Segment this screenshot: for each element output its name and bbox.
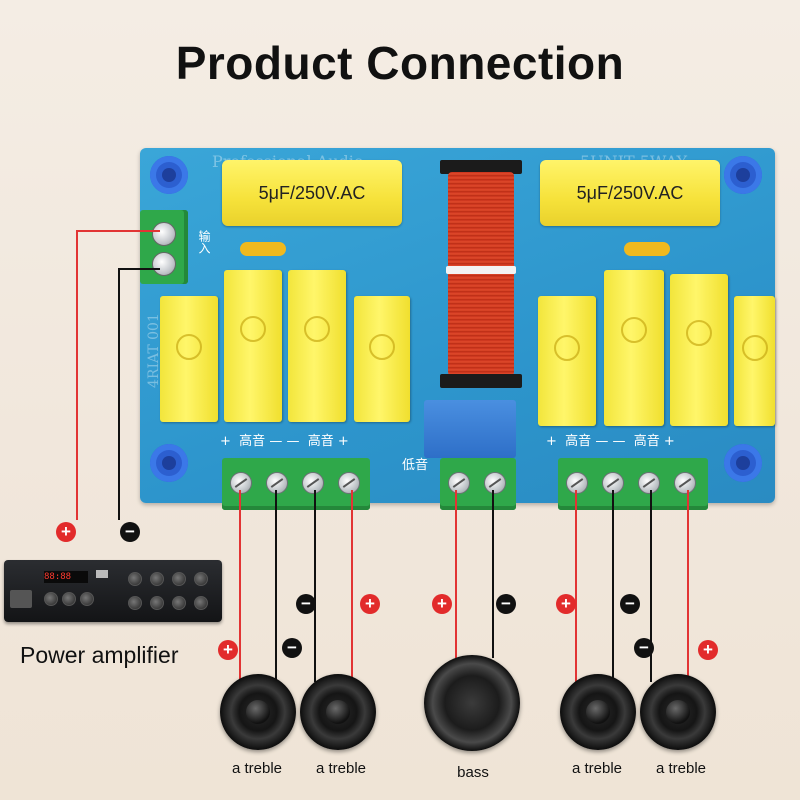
knob-icon bbox=[128, 596, 142, 610]
mounting-hole bbox=[724, 156, 762, 194]
capacitor bbox=[288, 270, 346, 422]
usb-port-icon bbox=[96, 570, 108, 578]
small-capacitor bbox=[240, 242, 286, 256]
mic-jack-icon bbox=[44, 592, 58, 606]
terminal-screw[interactable] bbox=[666, 458, 702, 510]
capacitor bbox=[224, 270, 282, 422]
minus-icon: − bbox=[634, 638, 654, 658]
terminal-screw[interactable] bbox=[294, 458, 330, 510]
input-terminal[interactable] bbox=[140, 210, 188, 284]
speaker-negative-wire bbox=[650, 490, 652, 682]
plus-icon: + bbox=[218, 640, 238, 660]
mounting-hole bbox=[724, 444, 762, 482]
minus-icon: − bbox=[620, 594, 640, 614]
power-amplifier: 88:88 bbox=[4, 560, 222, 622]
amp-display: 88:88 bbox=[44, 571, 88, 583]
blue-capacitor bbox=[424, 400, 516, 458]
capacitor bbox=[670, 274, 728, 426]
speaker-negative-wire bbox=[492, 490, 494, 658]
minus-icon: − bbox=[282, 638, 302, 658]
capacitor bbox=[538, 296, 596, 426]
terminal-screw[interactable] bbox=[630, 458, 666, 510]
terminal-screw[interactable] bbox=[558, 458, 594, 510]
right-polarity-labels: + 高音 — — 高音 + bbox=[546, 434, 675, 449]
plus-icon: + bbox=[56, 522, 76, 542]
bass-speaker-icon bbox=[424, 655, 520, 751]
speaker-positive-wire bbox=[351, 490, 353, 682]
knob-icon bbox=[150, 596, 164, 610]
amp-positive-wire bbox=[76, 230, 160, 232]
speaker-label: bass bbox=[457, 764, 489, 781]
capacitor-right-label: 5μF/250V.AC bbox=[576, 182, 684, 203]
capacitor-left: 5μF/250V.AC bbox=[222, 160, 402, 226]
output-terminal-right[interactable] bbox=[558, 458, 708, 510]
speaker-label: a treble bbox=[315, 760, 367, 777]
treble-speaker-icon bbox=[220, 674, 296, 750]
capacitor bbox=[354, 296, 410, 422]
plus-icon: + bbox=[698, 640, 718, 660]
knob-icon bbox=[172, 596, 186, 610]
amp-negative-wire bbox=[118, 268, 160, 270]
speaker-negative-wire bbox=[314, 490, 316, 682]
speaker-positive-wire bbox=[455, 490, 457, 658]
capacitor bbox=[160, 296, 218, 422]
knob-icon bbox=[194, 572, 208, 586]
mic-jack-icon bbox=[62, 592, 76, 606]
terminal-screw[interactable] bbox=[476, 458, 512, 510]
capacitor-right: 5μF/250V.AC bbox=[540, 160, 720, 226]
mounting-hole bbox=[150, 444, 188, 482]
output-terminal-bass[interactable] bbox=[440, 458, 516, 510]
knob-icon bbox=[172, 572, 186, 586]
speaker-label: a treble bbox=[571, 760, 623, 777]
terminal-screw[interactable] bbox=[330, 458, 366, 510]
treble-speaker-icon bbox=[640, 674, 716, 750]
terminal-screw[interactable] bbox=[258, 458, 294, 510]
bass-silkscreen: 低音 bbox=[402, 458, 429, 473]
speaker-positive-wire bbox=[239, 490, 241, 682]
minus-icon: − bbox=[120, 522, 140, 542]
power-switch bbox=[10, 590, 32, 608]
left-polarity-labels: + 高音 — — 高音 + bbox=[220, 434, 349, 449]
small-capacitor bbox=[624, 242, 670, 256]
plus-icon: + bbox=[360, 594, 380, 614]
amp-positive-wire bbox=[76, 230, 78, 520]
terminal-screw[interactable] bbox=[440, 458, 476, 510]
knob-icon bbox=[150, 572, 164, 586]
capacitor bbox=[604, 270, 664, 426]
mic-jack-icon bbox=[80, 592, 94, 606]
treble-speaker-icon bbox=[560, 674, 636, 750]
speaker-label: a treble bbox=[231, 760, 283, 777]
knob-icon bbox=[128, 572, 142, 586]
capacitor-left-label: 5μF/250V.AC bbox=[258, 182, 366, 203]
minus-icon: − bbox=[496, 594, 516, 614]
terminal-screw[interactable] bbox=[222, 458, 258, 510]
amplifier-label: Power amplifier bbox=[20, 642, 179, 668]
input-negative-screw[interactable] bbox=[152, 252, 176, 276]
speaker-negative-wire bbox=[612, 490, 614, 682]
plus-icon: + bbox=[556, 594, 576, 614]
input-silkscreen: 输入 bbox=[197, 230, 211, 254]
treble-speaker-icon bbox=[300, 674, 376, 750]
capacitor bbox=[734, 296, 775, 426]
speaker-positive-wire bbox=[575, 490, 577, 682]
minus-icon: − bbox=[296, 594, 316, 614]
speaker-label: a treble bbox=[655, 760, 707, 777]
mounting-hole bbox=[150, 156, 188, 194]
input-positive-screw[interactable] bbox=[152, 222, 176, 246]
speaker-negative-wire bbox=[275, 490, 277, 682]
knob-icon bbox=[194, 596, 208, 610]
inductor-coil bbox=[440, 160, 522, 388]
output-terminal-left[interactable] bbox=[222, 458, 370, 510]
plus-icon: + bbox=[432, 594, 452, 614]
speaker-positive-wire bbox=[687, 490, 689, 682]
page-title: Product Connection bbox=[175, 37, 625, 89]
amp-negative-wire bbox=[118, 268, 120, 520]
